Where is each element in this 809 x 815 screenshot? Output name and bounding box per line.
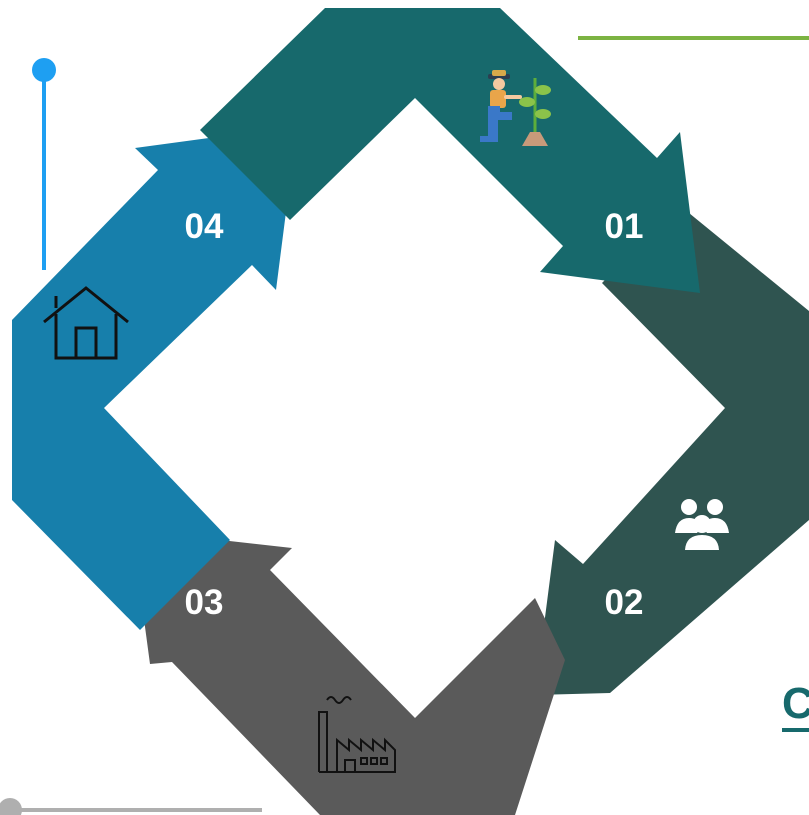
accent-dot-blue: [32, 58, 56, 82]
step-04-arrow: [12, 126, 297, 630]
factory-icon: [318, 696, 396, 773]
farmer-planting-icon: [480, 70, 551, 146]
step-01-arrow: [200, 8, 700, 293]
accent-dot-grey: [0, 798, 22, 815]
step-03-arrow: [132, 530, 565, 815]
house-icon: [43, 286, 129, 360]
step-01-number: 01: [605, 207, 644, 246]
people-group-icon: [675, 499, 729, 550]
step-02-number: 02: [605, 583, 644, 622]
step-02-arrow: [535, 173, 809, 695]
step-03-number: 03: [185, 583, 224, 622]
cut-off-heading-text: C: [782, 679, 809, 728]
step-04-number: 04: [185, 207, 224, 246]
